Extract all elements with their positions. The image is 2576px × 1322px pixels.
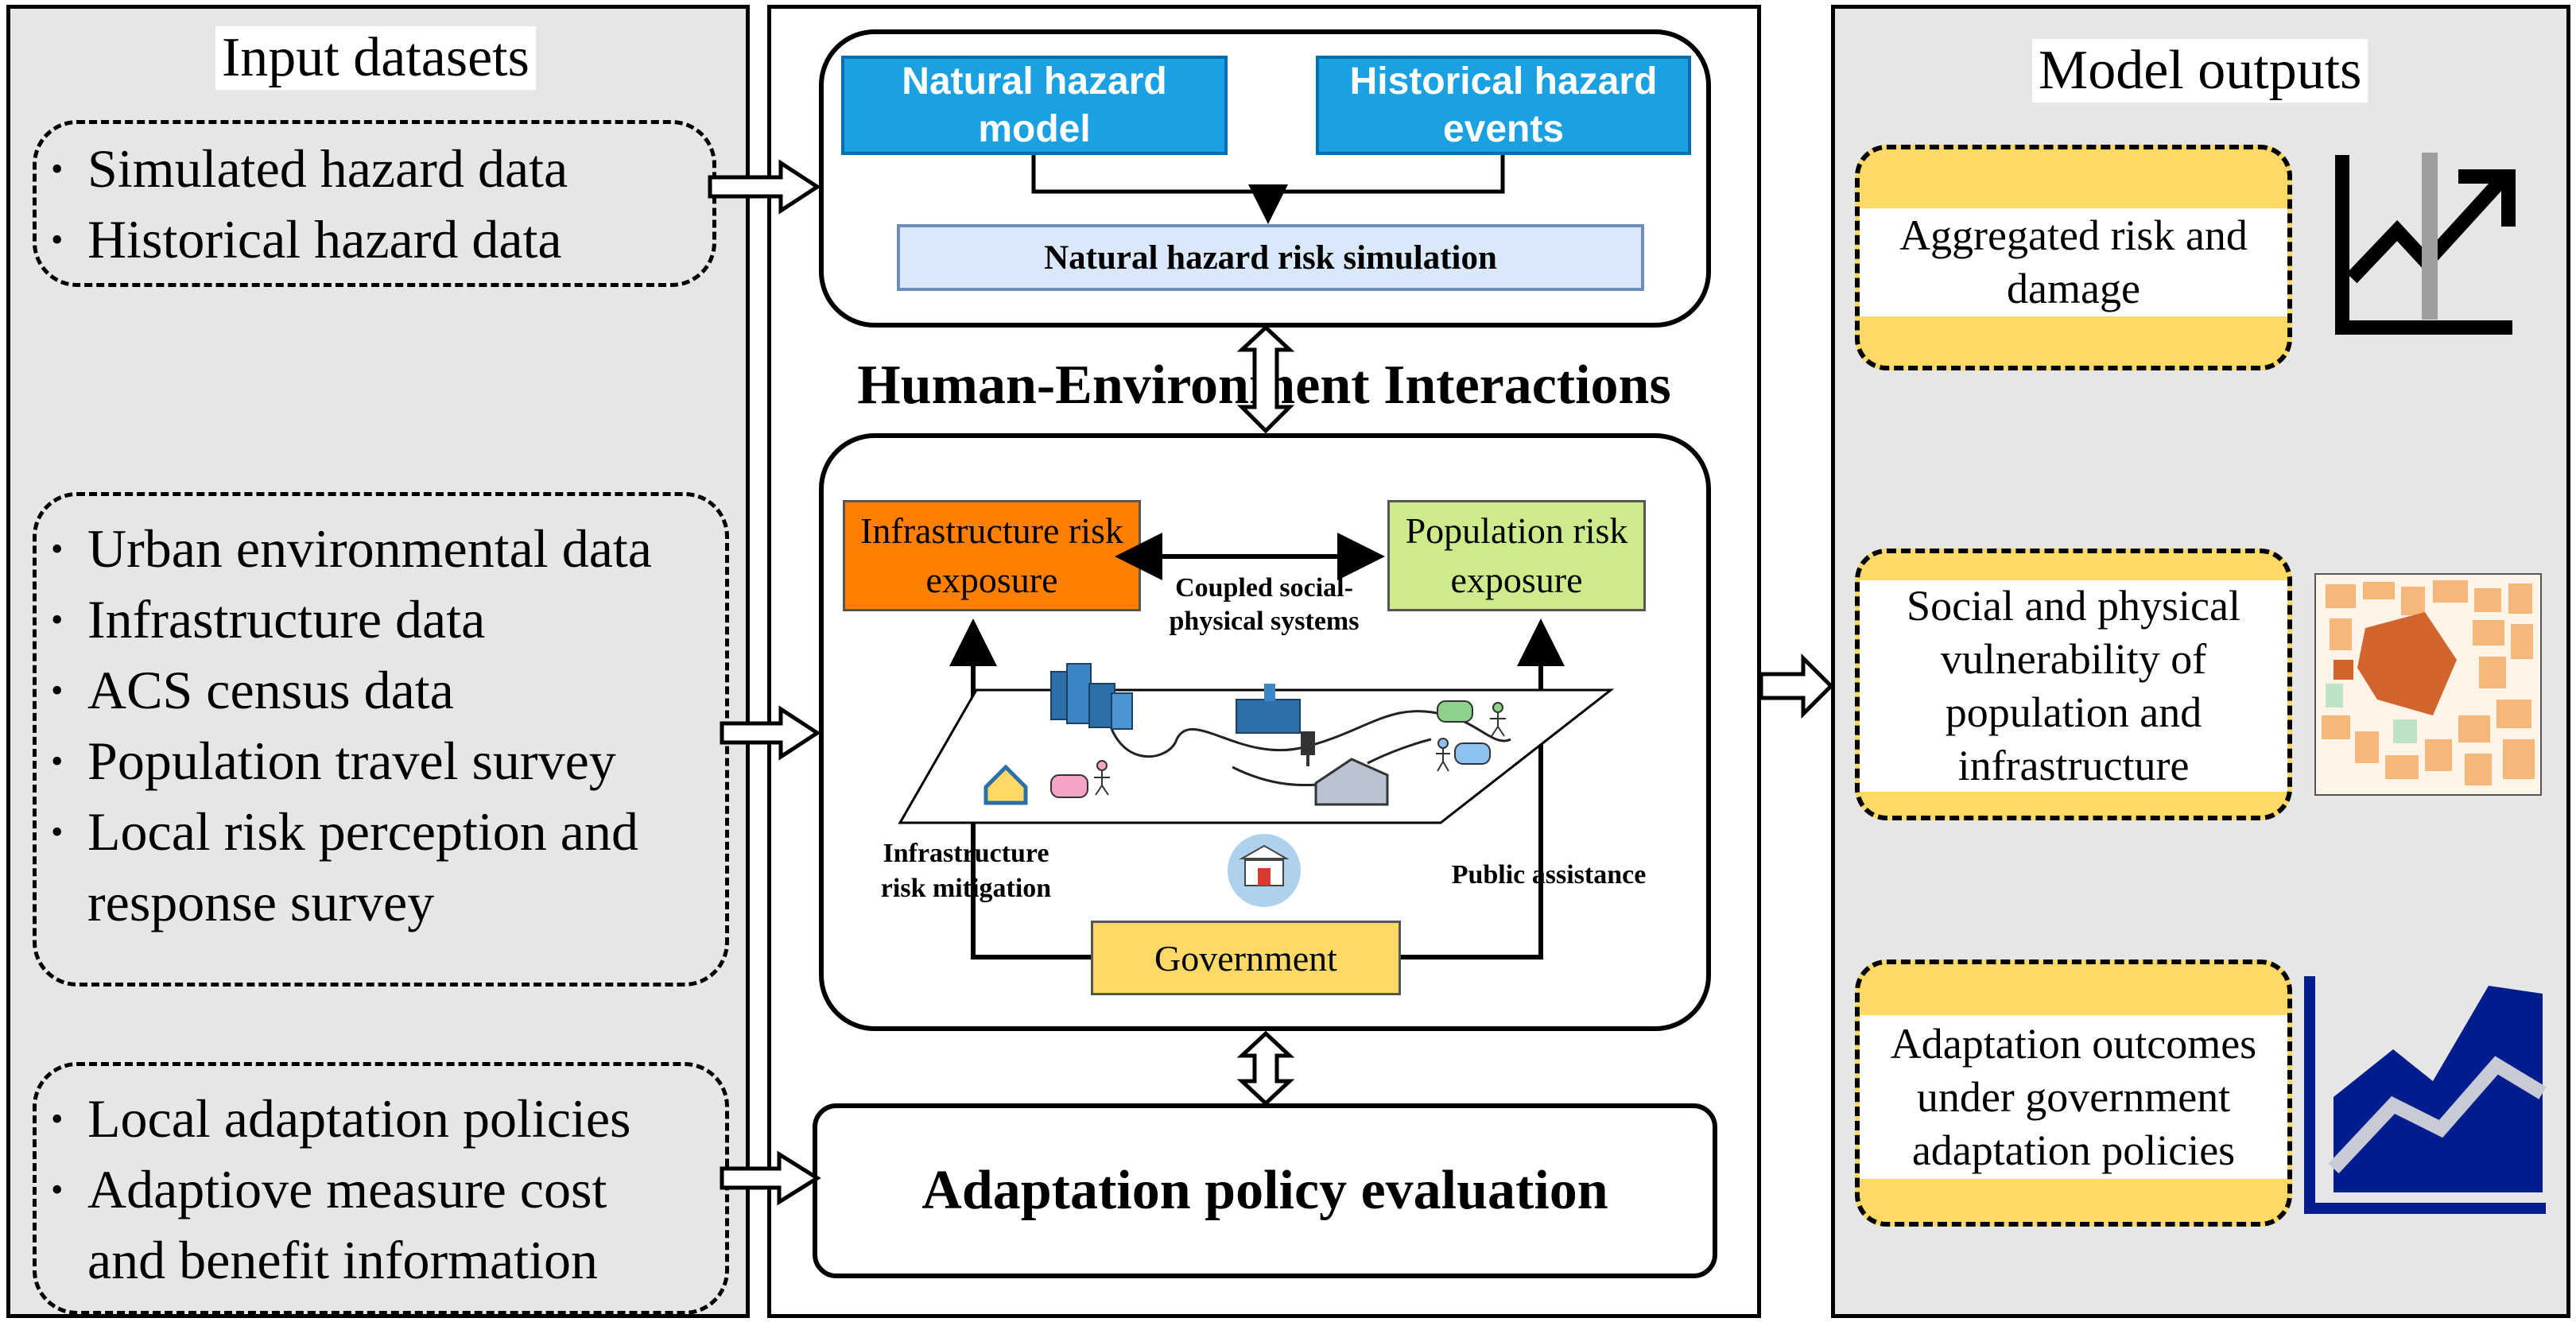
- policy-evaluation-box: Adaptation policy evaluation: [813, 1103, 1717, 1278]
- output-card-text: Social and physical vulnerability of pop…: [1860, 580, 2287, 792]
- hei-policy-double-arrow: [1236, 1030, 1295, 1107]
- output-arrow: [1759, 653, 1834, 719]
- list-item: Simulated hazard data: [37, 134, 712, 204]
- car-icon: [1050, 774, 1088, 798]
- output-card-risk: Aggregated risk and damage: [1855, 145, 2292, 370]
- input-datasets-panel: Input datasets Simulated hazard data His…: [6, 5, 750, 1318]
- house-icon: [983, 764, 1028, 805]
- input-arrow-3: [720, 1150, 821, 1206]
- urban-data-group: Urban environmental data Infrastructure …: [33, 492, 729, 987]
- list-item: ACS census data: [37, 655, 725, 726]
- policy-data-group: Local adaptation policies Adaptiove meas…: [33, 1062, 729, 1315]
- output-card-adaptation: Adaptation outcomes under government ada…: [1855, 960, 2292, 1227]
- person-icon: [1094, 760, 1110, 796]
- car-icon: [1454, 742, 1491, 765]
- government-box: Government: [1091, 921, 1401, 995]
- population-exposure-box: Population risk exposure: [1387, 500, 1646, 611]
- output-panel-title: Model outputs: [2032, 39, 2368, 103]
- person-icon: [1436, 738, 1450, 772]
- government-building-icon: [1228, 834, 1301, 907]
- historical-hazard-events-box: Historical hazard events: [1316, 56, 1691, 155]
- output-card-text: Adaptation outcomes under government ada…: [1860, 1015, 2287, 1179]
- factory-icon: [1236, 684, 1301, 734]
- risk-simulation-box: Natural hazard risk simulation: [897, 224, 1644, 291]
- car-icon: [1437, 700, 1473, 723]
- infrastructure-mitigation-label: Infrastructure risk mitigation: [867, 835, 1065, 908]
- area-chart-icon: [2304, 976, 2547, 1214]
- hazard-hei-double-arrow: [1236, 324, 1295, 434]
- buildings-icon: [1050, 663, 1133, 730]
- city-map-icon: [2314, 573, 2542, 796]
- warehouse-icon: [1314, 758, 1389, 806]
- person-icon: [1490, 702, 1506, 737]
- list-item: Historical hazard data: [37, 204, 712, 275]
- input-panel-title: Input datasets: [215, 26, 536, 90]
- traffic-light-icon: [1301, 731, 1315, 766]
- list-item: Infrastructure data: [37, 584, 725, 655]
- list-item: Local adaptation policies: [37, 1084, 725, 1154]
- output-card-vulnerability: Social and physical vulnerability of pop…: [1855, 549, 2292, 820]
- output-card-text: Aggregated risk and damage: [1860, 208, 2287, 316]
- infrastructure-exposure-box: Infrastructure risk exposure: [843, 500, 1141, 611]
- list-item: Urban environmental data: [37, 514, 725, 584]
- input-arrow-2: [720, 705, 821, 761]
- hazard-data-group: Simulated hazard data Historical hazard …: [33, 120, 716, 287]
- urban-scene: [898, 663, 1615, 907]
- input-arrow-1: [708, 159, 821, 215]
- natural-hazard-model-box: Natural hazard model: [841, 56, 1228, 155]
- list-item: Population travel survey: [37, 726, 725, 797]
- public-assistance-label: Public assistance: [1430, 855, 1668, 895]
- list-item: Adaptiove measure cost and benefit infor…: [37, 1154, 660, 1296]
- list-item: Local risk perception and response surve…: [37, 797, 692, 938]
- hazard-model-connectors: [1031, 155, 1505, 224]
- line-chart-up-icon: [2335, 153, 2516, 335]
